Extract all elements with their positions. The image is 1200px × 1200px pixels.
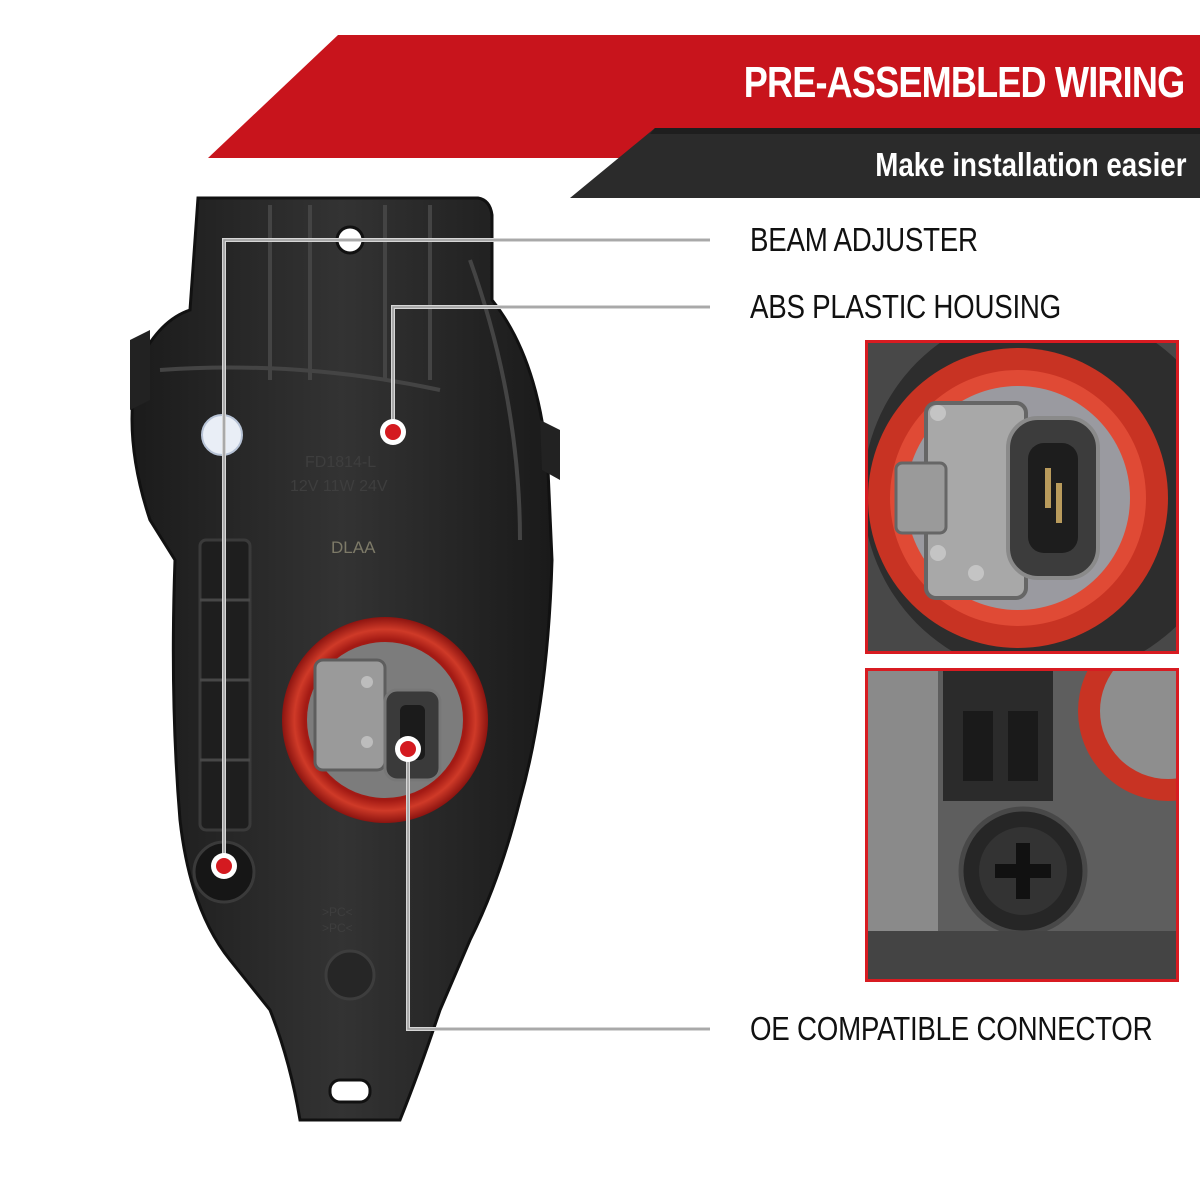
inset-adjuster-closeup <box>865 668 1179 982</box>
brand-mark-text: DLAA <box>331 538 376 557</box>
header-banner-red <box>0 0 1200 198</box>
material-mark-2: >PC< <box>322 921 353 935</box>
header-subtitle: Make installation easier <box>874 146 1186 183</box>
material-mark-1: >PC< <box>322 905 353 919</box>
callout-dot-icon <box>211 419 421 879</box>
header-title: PRE-ASSEMBLED WIRING <box>743 58 1184 107</box>
rating-text: 12V 11W 24V <box>290 478 388 495</box>
part-code-text: FD1814-L <box>305 454 376 471</box>
beam-adjuster-label: BEAM ADJUSTER <box>750 221 978 258</box>
abs-housing-label: ABS PLASTIC HOUSING <box>750 288 1061 325</box>
inset-connector-closeup <box>865 340 1179 654</box>
oe-connector-label: OE COMPATIBLE CONNECTOR <box>750 1010 1153 1047</box>
